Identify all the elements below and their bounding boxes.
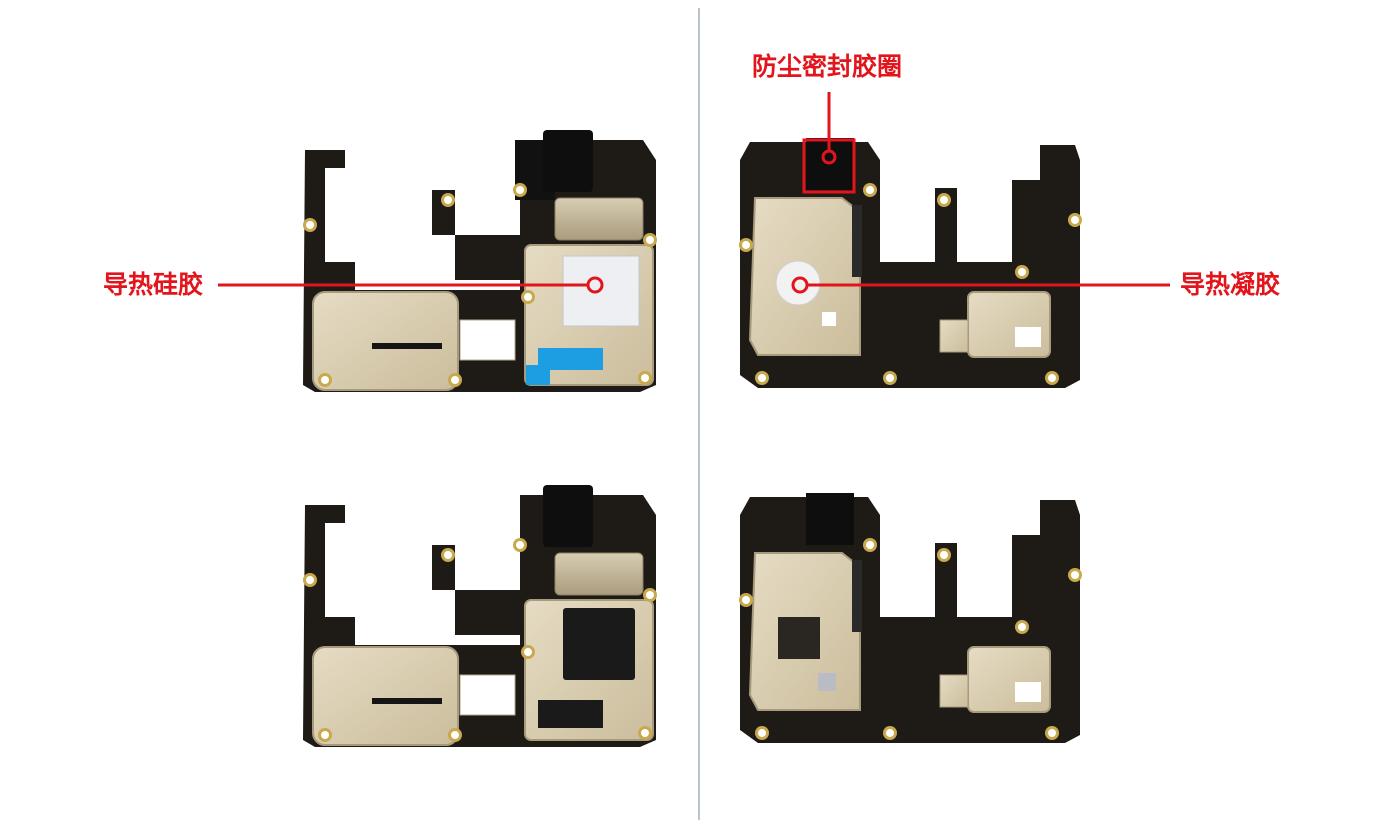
blue-thermal-pad bbox=[526, 348, 603, 385]
board-back-bare bbox=[739, 493, 1082, 743]
camera-module-1 bbox=[554, 197, 644, 241]
left-label: 导热硅胶 bbox=[103, 270, 204, 299]
board-back-with-gel bbox=[739, 138, 1082, 388]
soc-chip bbox=[563, 608, 635, 680]
shield-back-2 bbox=[967, 291, 1051, 358]
annotation-top bbox=[802, 92, 856, 194]
annotation-right bbox=[791, 276, 1170, 294]
memory-chip bbox=[538, 700, 603, 728]
shield-left-1 bbox=[312, 291, 459, 391]
audio-jack-1 bbox=[543, 130, 593, 192]
annotation-left bbox=[218, 276, 604, 294]
component-grid bbox=[778, 617, 820, 659]
center-divider bbox=[698, 8, 700, 820]
board-front-with-silicone bbox=[303, 130, 657, 392]
cutout-window-1 bbox=[459, 319, 516, 361]
right-label: 导热凝胶 bbox=[1180, 270, 1281, 299]
top-label: 防尘密封胶圈 bbox=[752, 52, 903, 81]
thermal-gel-blob bbox=[775, 260, 821, 306]
board-front-bare bbox=[303, 485, 657, 747]
